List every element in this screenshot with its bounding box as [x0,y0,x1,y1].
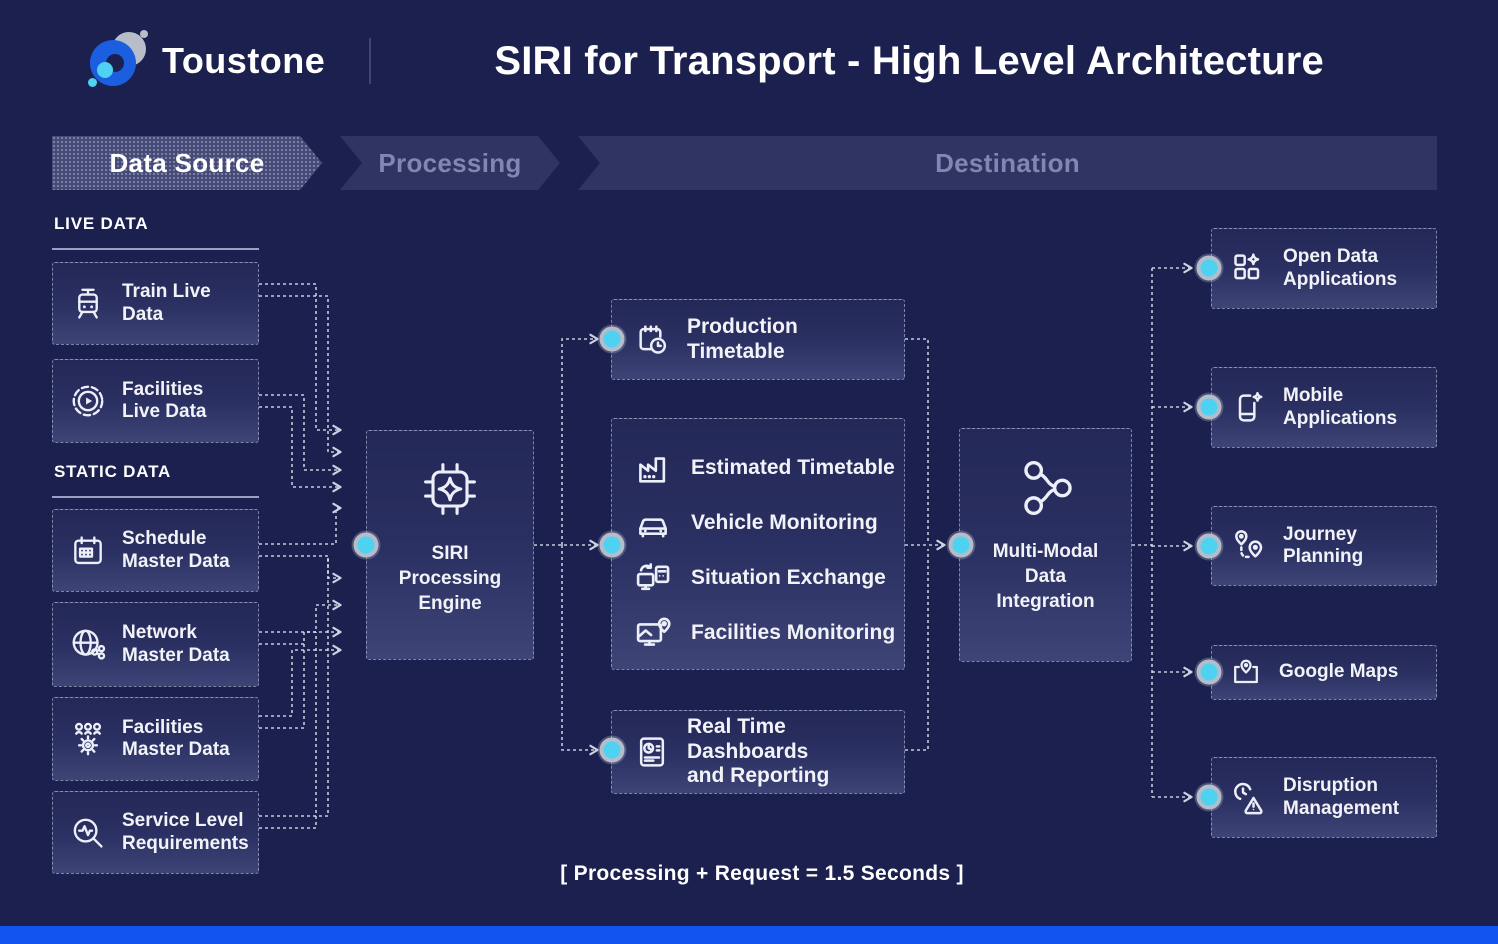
node-dot-production [599,326,625,352]
stage-processing: Processing [340,136,560,190]
dashboards-reporting-icon [632,732,672,772]
destination-disruption-management: Disruption Management [1211,757,1437,838]
output-label: Facilities Monitoring [691,621,896,645]
stage-data-source: Data Source [52,136,322,190]
source-network-master-data: Network Master Data [52,602,259,687]
node-dot-open-data [1196,255,1222,281]
output-estimated-timetable: Estimated Timetable [612,441,904,496]
engine-label: SIRI Processing Engine [398,543,502,615]
node-dot-journey [1196,533,1222,559]
service-level-icon [69,814,107,852]
output-situation-exchange: Situation Exchange [612,551,904,606]
facilities-monitoring-icon [632,613,674,655]
header: Toustone SIRI for Transport - High Level… [0,0,1498,122]
node-dot-dashboards [599,737,625,763]
multimodal-data-integration: Multi-Modal Data Integration [959,428,1132,662]
source-schedule-master-data: Schedule Master Data [52,509,259,592]
siri-processing-engine: SIRI Processing Engine [366,430,534,660]
source-facilities-live-data: Facilities Live Data [52,359,259,443]
facilities-master-icon [69,720,107,758]
output-label: Real Time Dashboards and Reporting [687,714,830,788]
integration-label: Multi-Modal Data Integration [992,541,1099,613]
destination-open-data-applications: Open Data Applications [1211,228,1437,309]
vehicle-monitoring-icon [632,503,674,545]
destination-label: Open Data Applications [1283,246,1398,290]
output-label: Production Timetable [687,314,798,363]
mobile-apps-icon [1228,388,1268,428]
schedule-icon [69,532,107,570]
destination-google-maps: Google Maps [1211,645,1437,700]
source-label: Schedule Master Data [122,528,230,572]
brand-name: Toustone [162,40,326,81]
output-production-timetable: Production Timetable [611,299,905,380]
output-vehicle-monitoring: Vehicle Monitoring [612,496,904,551]
destination-journey-planning: Journey Planning [1211,506,1437,586]
output-label: Estimated Timetable [691,456,895,480]
source-service-level-requirements: Service Level Requirements [52,791,259,874]
source-label: Train Live Data [122,281,211,325]
train-icon [69,285,107,323]
output-realtime-dashboards: Real Time Dashboards and Reporting [611,710,905,794]
node-dot-engine [353,532,379,558]
node-dot-group [599,532,625,558]
page-title: SIRI for Transport - High Level Architec… [494,38,1324,83]
destination-mobile-applications: Mobile Applications [1211,367,1437,448]
google-maps-icon [1228,655,1264,691]
source-label: Network Master Data [122,622,230,666]
source-label: Service Level Requirements [122,810,249,854]
destination-label: Disruption Management [1283,775,1400,819]
source-label: Facilities Master Data [122,716,230,760]
estimated-timetable-icon [632,448,674,490]
node-dot-google-maps [1196,659,1222,685]
processing-time-caption: [ Processing + Request = 1.5 Seconds ] [560,862,964,885]
open-data-icon [1228,249,1268,289]
disruption-management-icon [1228,778,1268,818]
header-divider [369,38,372,84]
journey-planning-icon [1228,526,1268,566]
destination-label: Google Maps [1279,661,1399,683]
production-timetable-icon [632,320,672,360]
destination-label: Mobile Applications [1283,385,1398,429]
static-data-heading: STATIC DATA [54,462,172,481]
output-facilities-monitoring: Facilities Monitoring [612,606,904,661]
static-data-rule [52,496,259,498]
live-data-rule [52,248,259,250]
node-dot-multimodal [948,532,974,558]
node-dot-disruption [1196,784,1222,810]
output-label: Vehicle Monitoring [691,511,878,535]
destination-label: Journey Planning [1283,523,1364,567]
node-dot-mobile [1196,394,1222,420]
source-train-live-data: Train Live Data [52,262,259,345]
network-globe-icon [69,626,107,664]
output-group: Estimated Timetable Vehicle Monitoring [611,418,905,670]
output-label: Situation Exchange [691,566,886,590]
multimodal-branch-icon [1009,451,1083,525]
source-label: Facilities Live Data [122,378,207,422]
toustone-logo-icon [88,30,148,92]
situation-exchange-icon [632,558,674,600]
source-facilities-master-data: Facilities Master Data [52,697,259,781]
facilities-live-icon [69,382,107,420]
bottom-accent-bar [0,926,1498,944]
stage-destination: Destination [578,136,1437,190]
live-data-heading: LIVE DATA [54,214,149,233]
chip-sparkle-icon [416,455,484,523]
